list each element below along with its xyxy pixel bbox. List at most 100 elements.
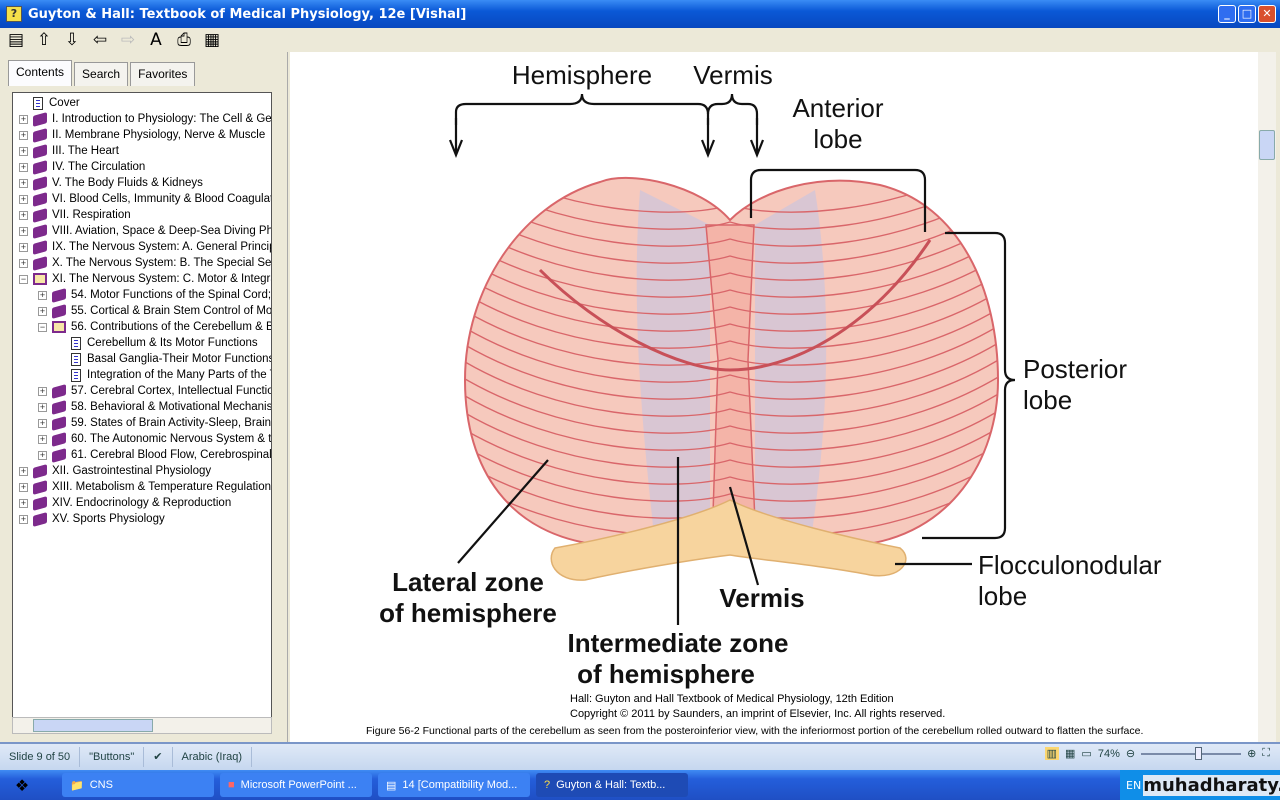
- tree-item[interactable]: + XIV. Endocrinology & Reproduction: [19, 495, 231, 511]
- tree-item[interactable]: +58. Behavioral & Motivational Mechanism: [38, 399, 271, 415]
- down-arrow-icon[interactable]: ⇩: [64, 30, 80, 50]
- page-icon: [33, 96, 43, 110]
- cerebellum-body: [463, 176, 1000, 546]
- fit-window-icon[interactable]: ⛶: [1262, 747, 1270, 759]
- tree-item-label: VIII. Aviation, Space & Deep-Sea Diving …: [52, 225, 272, 237]
- zoom-slider[interactable]: [1141, 746, 1242, 760]
- minimize-button[interactable]: _: [1218, 5, 1236, 23]
- tree-item[interactable]: +55. Cortical & Brain Stem Control of Mo…: [38, 303, 271, 319]
- zoom-level[interactable]: 74%: [1097, 747, 1120, 760]
- expand-toggle-icon[interactable]: +: [38, 449, 47, 460]
- start-button-icon[interactable]: ❖: [14, 775, 30, 795]
- open-book-icon: [52, 321, 66, 333]
- font-size-icon[interactable]: A: [150, 30, 162, 50]
- expand-toggle-icon[interactable]: +: [19, 145, 28, 156]
- zoom-in-icon[interactable]: ⊕: [1247, 748, 1257, 760]
- slideshow-icon[interactable]: ▭: [1081, 748, 1092, 760]
- tree-item[interactable]: +54. Motor Functions of the Spinal Cord;…: [38, 287, 271, 303]
- close-button[interactable]: ✕: [1258, 5, 1276, 23]
- tree-item-label: Integration of the Many Parts of the T: [87, 369, 272, 381]
- figure-source: Hall: Guyton and Hall Textbook of Medica…: [570, 693, 894, 705]
- tab-search[interactable]: Search: [74, 62, 129, 86]
- tree-item[interactable]: +60. The Autonomic Nervous System & the: [38, 431, 271, 447]
- book-icon: [33, 191, 47, 207]
- tree-item[interactable]: + VI. Blood Cells, Immunity & Blood Coagu…: [19, 191, 272, 207]
- spellcheck-icon[interactable]: ✔: [144, 747, 173, 767]
- expand-toggle-icon[interactable]: +: [19, 481, 28, 492]
- print-icon[interactable]: ⎙: [177, 30, 191, 50]
- tree-item[interactable]: Integration of the Many Parts of the T: [57, 367, 272, 383]
- tree-item[interactable]: +57. Cerebral Cortex, Intellectual Funct…: [38, 383, 271, 399]
- tree-item[interactable]: +I. Introduction to Physiology: The Cell…: [19, 111, 271, 127]
- normal-view-icon[interactable]: ▥: [1044, 747, 1060, 760]
- expand-toggle-icon[interactable]: +: [19, 241, 28, 252]
- tree-item[interactable]: Cover: [19, 95, 80, 111]
- book-icon: [33, 511, 47, 527]
- label-anterior-lobe: lobe: [813, 124, 862, 154]
- tree-item[interactable]: +II. Membrane Physiology, Nerve & Muscle: [19, 127, 265, 143]
- expand-toggle-icon[interactable]: +: [38, 385, 47, 396]
- language-indicator[interactable]: EN: [1126, 778, 1142, 792]
- hide-pane-icon[interactable]: ▤: [7, 30, 25, 50]
- forward-arrow-icon[interactable]: ⇨: [120, 30, 136, 50]
- expand-toggle-icon[interactable]: +: [19, 129, 28, 140]
- expand-toggle-icon[interactable]: +: [19, 497, 28, 508]
- tree-item[interactable]: +59. States of Brain Activity-Sleep, Bra…: [38, 415, 271, 431]
- tab-favorites[interactable]: Favorites: [130, 62, 196, 86]
- tree-item[interactable]: +XII. Gastrointestinal Physiology: [19, 463, 211, 479]
- tab-contents[interactable]: Contents: [8, 60, 73, 86]
- up-arrow-icon[interactable]: ⇧: [36, 30, 52, 50]
- expand-toggle-icon[interactable]: +: [19, 465, 28, 476]
- vertical-scrollbar[interactable]: [1258, 52, 1276, 742]
- expand-toggle-icon[interactable]: +: [38, 433, 47, 444]
- zoom-out-icon[interactable]: ⊖: [1125, 748, 1136, 760]
- tree-item-label: XIV. Endocrinology & Reproduction: [52, 497, 232, 509]
- tree-item[interactable]: + VIII. Aviation, Space & Deep-Sea Diving…: [19, 223, 272, 239]
- expand-toggle-icon[interactable]: +: [19, 225, 28, 236]
- folium-line: [465, 358, 998, 417]
- tree-item[interactable]: +XV. Sports Physiology: [19, 511, 165, 527]
- tree-item[interactable]: +III. The Heart: [19, 143, 119, 159]
- tree-item-label: VI. Blood Cells, Immunity & Blood Coagul…: [52, 193, 272, 205]
- expand-toggle-icon[interactable]: +: [19, 193, 28, 204]
- expand-toggle-icon[interactable]: +: [38, 289, 47, 300]
- tree-item[interactable]: +IV. The Circulation: [19, 159, 145, 175]
- tree-item[interactable]: −XI. The Nervous System: C. Motor & Inte…: [19, 271, 271, 287]
- slide-sorter-icon[interactable]: ▦: [1065, 748, 1076, 760]
- tree-item[interactable]: +V. The Body Fluids & Kidneys: [19, 175, 203, 191]
- tree-item[interactable]: +61. Cerebral Blood Flow, Cerebrospinal …: [38, 447, 271, 463]
- expand-toggle-icon[interactable]: +: [19, 257, 28, 268]
- maximize-button[interactable]: □: [1238, 5, 1256, 23]
- tree-item[interactable]: +IX. The Nervous System: A. General Prin…: [19, 239, 271, 255]
- horizontal-scrollbar[interactable]: [12, 717, 272, 734]
- taskbar-item-cns[interactable]: 📁CNS: [62, 773, 214, 797]
- expand-toggle-icon[interactable]: −: [38, 321, 47, 332]
- page-icon: [71, 336, 81, 350]
- expand-toggle-icon[interactable]: +: [19, 209, 28, 220]
- tree-item[interactable]: +XIII. Metabolism & Temperature Regulati…: [19, 479, 271, 495]
- expand-toggle-icon[interactable]: +: [19, 113, 28, 124]
- options-icon[interactable]: ▦: [203, 30, 221, 50]
- expand-toggle-icon[interactable]: +: [38, 401, 47, 412]
- taskbar-item-word[interactable]: ▤14 [Compatibility Mod...: [378, 773, 530, 797]
- tree-item[interactable]: −56. Contributions of the Cerebellum & B…: [38, 319, 271, 335]
- taskbar-item-powerpoint[interactable]: ■Microsoft PowerPoint ...: [220, 773, 372, 797]
- tree-item[interactable]: +X. The Nervous System: B. The Special S…: [19, 255, 271, 271]
- expand-toggle-icon[interactable]: +: [19, 161, 28, 172]
- expand-toggle-icon[interactable]: +: [19, 513, 28, 524]
- language[interactable]: Arabic (Iraq): [173, 747, 253, 767]
- scrollbar-thumb[interactable]: [33, 719, 153, 732]
- tree-item[interactable]: Basal Ganglia-Their Motor Functions: [57, 351, 271, 367]
- tree-item[interactable]: +VII. Respiration: [19, 207, 131, 223]
- scrollbar-thumb[interactable]: [1259, 130, 1275, 160]
- folium-line: [465, 290, 998, 349]
- expand-toggle-icon[interactable]: +: [19, 177, 28, 188]
- powerpoint-icon: ■: [228, 779, 235, 791]
- back-arrow-icon[interactable]: ⇦: [92, 30, 108, 50]
- slide-counter: Slide 9 of 50: [0, 747, 81, 767]
- expand-toggle-icon[interactable]: −: [19, 273, 28, 284]
- expand-toggle-icon[interactable]: +: [38, 417, 47, 428]
- tree-item[interactable]: Cerebellum & Its Motor Functions: [57, 335, 258, 351]
- expand-toggle-icon[interactable]: +: [38, 305, 47, 316]
- taskbar-item-guyton[interactable]: ?Guyton & Hall: Textb...: [536, 773, 688, 797]
